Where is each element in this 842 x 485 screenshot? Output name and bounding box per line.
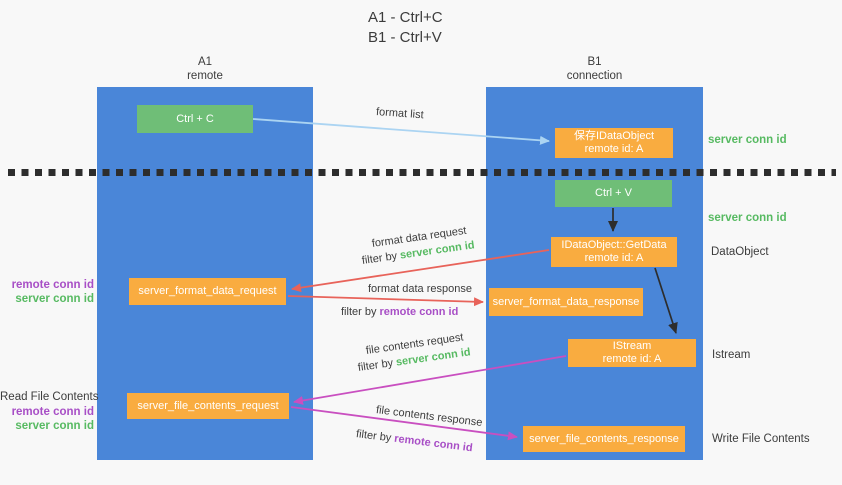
lifeline-b1-role: connection	[566, 70, 623, 82]
istream-node: IStream remote id: A	[568, 339, 696, 367]
arrow-format-data-request	[291, 249, 550, 293]
server-conn-id-label-left-1: server conn id	[15, 293, 94, 305]
ctrl-v-node: Ctrl + V	[555, 180, 672, 207]
server-format-data-request-node: server_format_data_request	[129, 278, 286, 305]
ctrl-v-label: Ctrl + V	[595, 187, 632, 199]
remote-conn-id-term-1: remote conn id	[379, 306, 459, 318]
istream-line1: IStream	[612, 340, 652, 352]
filter-prefix-2: filter by	[341, 306, 377, 318]
istream-side-label: Istream	[712, 349, 751, 361]
arrow-getdata-to-istream	[654, 267, 678, 334]
server-conn-id-label-mid: server conn id	[708, 212, 787, 224]
server-file-contents-request-node: server_file_contents_request	[127, 393, 289, 419]
server-file-contents-response-node: server_file_contents_response	[523, 426, 685, 452]
server-format-data-response-label: server_format_data_response	[492, 295, 640, 308]
remote-conn-id-label-1: remote conn id	[11, 279, 94, 291]
arrow-format-list	[252, 118, 550, 145]
save-idataobject-node: 保存IDataObject remote id: A	[555, 128, 673, 158]
format-data-response-label: format data response	[368, 283, 472, 295]
write-file-contents-label: Write File Contents	[712, 433, 810, 445]
arrow-format-data-response	[287, 295, 484, 307]
server-file-contents-request-label: server_file_contents_request	[137, 399, 279, 412]
server-format-data-request-label: server_format_data_request	[138, 285, 277, 297]
server-format-data-response-node: server_format_data_response	[489, 288, 643, 316]
lifeline-a1-role: remote	[187, 70, 223, 82]
lifeline-header-b1: B1 connection	[486, 55, 703, 83]
ctrl-c-label: Ctrl + C	[176, 112, 214, 125]
save-idataobject-line2: remote id: A	[584, 143, 644, 155]
server-conn-id-label-left-2: server conn id	[15, 420, 94, 432]
lifeline-header-a1: A1 remote	[97, 55, 313, 83]
read-file-contents-label: Read File Contents	[0, 391, 99, 403]
save-idataobject-line1: 保存IDataObject	[573, 130, 655, 142]
idataobject-getdata-node: IDataObject::GetData remote id: A	[551, 237, 677, 267]
getdata-line1: IDataObject::GetData	[561, 239, 667, 251]
title-line-1: A1 - Ctrl+C	[368, 9, 443, 26]
lifeline-a1-name: A1	[197, 56, 213, 68]
dotted-divider-line	[8, 169, 836, 176]
left-conn-id-group-2: remote conn id server conn id	[0, 405, 94, 433]
title-line-2: B1 - Ctrl+V	[368, 29, 442, 46]
arrow-file-contents-request	[293, 355, 567, 405]
lifeline-b1-name: B1	[587, 56, 602, 68]
server-file-contents-response-label: server_file_contents_response	[529, 432, 679, 445]
ctrl-c-node: Ctrl + C	[137, 105, 253, 133]
diagram-title: A1 - Ctrl+C B1 - Ctrl+V	[368, 8, 443, 48]
istream-line2: remote id: A	[602, 353, 662, 365]
arrow-file-contents-response	[290, 406, 518, 441]
getdata-line2: remote id: A	[584, 252, 644, 264]
left-conn-id-group-1: remote conn id server conn id	[0, 278, 94, 306]
remote-conn-id-label-2: remote conn id	[11, 406, 94, 418]
dataobject-label: DataObject	[711, 246, 769, 258]
server-conn-id-label-top: server conn id	[708, 134, 787, 146]
